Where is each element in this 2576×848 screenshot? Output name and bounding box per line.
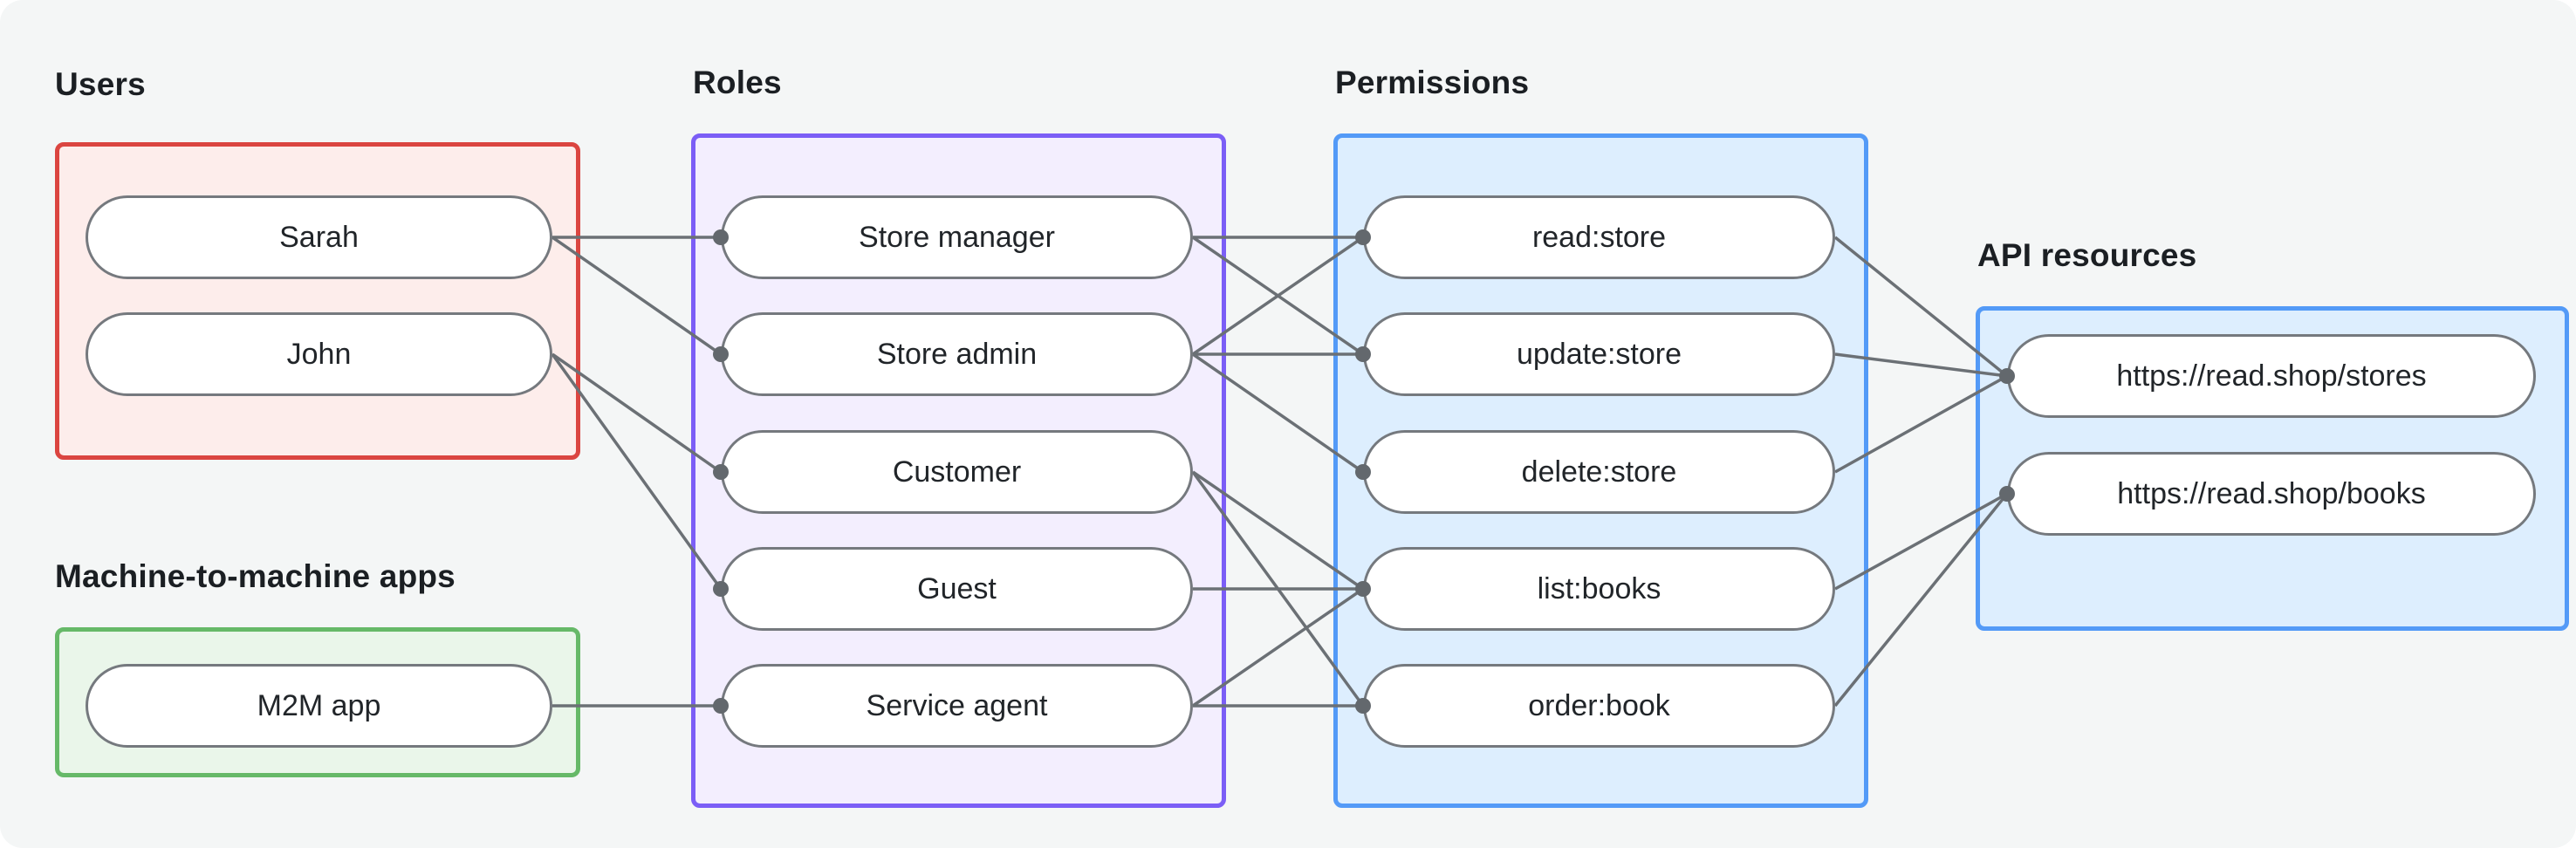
node-permission-list-books: list:books	[1363, 547, 1835, 631]
node-api-resource-books: https://read.shop/books	[2007, 452, 2536, 536]
group-label-api-resources: API resources	[1977, 237, 2197, 273]
node-user-john: John	[86, 312, 552, 396]
node-role-guest: Guest	[721, 547, 1193, 631]
group-box-users	[55, 142, 580, 460]
node-permission-read-store: read:store	[1363, 195, 1835, 279]
node-permission-delete-store: delete:store	[1363, 430, 1835, 514]
node-role-store-manager: Store manager	[721, 195, 1193, 279]
node-permission-order-book: order:book	[1363, 664, 1835, 748]
node-permission-update-store: update:store	[1363, 312, 1835, 396]
node-m2m-app: M2M app	[86, 664, 552, 748]
node-api-resource-stores: https://read.shop/stores	[2007, 334, 2536, 418]
node-user-sarah: Sarah	[86, 195, 552, 279]
group-label-permissions: Permissions	[1335, 65, 1530, 100]
group-label-m2m-apps: Machine-to-machine apps	[55, 558, 456, 594]
node-role-customer: Customer	[721, 430, 1193, 514]
group-label-roles: Roles	[693, 65, 782, 100]
group-label-users: Users	[55, 66, 146, 102]
node-role-service-agent: Service agent	[721, 664, 1193, 748]
node-role-store-admin: Store admin	[721, 312, 1193, 396]
